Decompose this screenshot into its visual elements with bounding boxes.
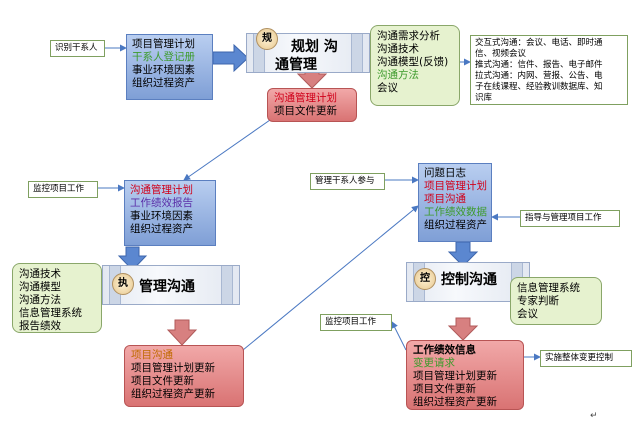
control-tool-3: 会议	[517, 308, 538, 320]
control-tool-1: 信息管理系统	[517, 282, 580, 294]
manage-input-4: 组织过程资产	[130, 223, 193, 235]
line-control-to-monitor	[391, 321, 407, 351]
manage-outputs-box: 项目沟通 项目管理计划更新 项目文件更新 组织过程资产更新	[124, 345, 244, 407]
planning-output-1: 沟通管理计划	[274, 92, 337, 104]
control-input-1: 问题日志	[424, 167, 466, 179]
control-input-3: 项目沟通	[424, 193, 466, 205]
manage-monitor-label-box: 监控项目工作	[28, 181, 98, 198]
planning-badge: 规	[256, 28, 278, 50]
manage-tool-4: 信息管理系统	[19, 307, 82, 319]
control-input-4: 工作绩效数据	[424, 206, 487, 218]
planning-inputs-box: 项目管理计划 干系人登记册 事业环境因素 组织过程资产	[126, 34, 213, 100]
methods-note-line-4: 拉式沟通：内网、营报、公告、电	[475, 71, 603, 81]
methods-note-line-3: 推式沟通：信件、报告、电子邮件	[475, 60, 603, 70]
control-tools-box: 信息管理系统 专家判断 会议	[510, 277, 602, 325]
planning-tool-4: 沟通方法	[377, 69, 419, 81]
methods-note-line-6: 识库	[475, 93, 493, 103]
manage-tool-1: 沟通技术	[19, 268, 61, 280]
manage-input-3: 事业环境因素	[130, 210, 193, 222]
control-inputs-box: 问题日志 项目管理计划 项目沟通 工作绩效数据 组织过程资产	[418, 163, 492, 242]
control-badge: 控	[414, 268, 436, 290]
line-planning-to-manage	[183, 119, 271, 181]
control-outputs-box: 工作绩效信息 变更请求 项目管理计划更新 项目文件更新 组织过程资产更新	[406, 340, 524, 410]
control-stakeholders-label: 管理干系人参与	[315, 176, 375, 186]
planning-tools-box: 沟通需求分析 沟通技术 沟通模型(反馈) 沟通方法 会议	[370, 25, 460, 106]
control-monitor-label-box: 监控项目工作	[320, 314, 392, 331]
control-output-1: 工作绩效信息	[413, 344, 476, 356]
manage-monitor-label: 监控项目工作	[33, 184, 85, 194]
manage-tool-3: 沟通方法	[19, 294, 61, 306]
planning-title-line1: 规划 沟	[291, 39, 338, 55]
planning-input-2: 干系人登记册	[132, 51, 195, 63]
methods-note-line-5: 子在线课程、经验教训数据库、知	[475, 82, 603, 92]
manage-output-4: 组织过程资产更新	[131, 388, 215, 400]
control-change-label-box: 实施整体变更控制	[540, 350, 632, 367]
control-output-5: 组织过程资产更新	[413, 396, 497, 408]
line-manage-to-control	[242, 205, 419, 351]
arrow-inputs-to-control	[447, 241, 479, 267]
manage-title: 管理沟通	[139, 279, 195, 295]
manage-tools-box: 沟通技术 沟通模型 沟通方法 信息管理系统 报告绩效	[12, 263, 102, 333]
planning-tool-2: 沟通技术	[377, 43, 419, 55]
methods-note-line-2: 信、视频会议	[475, 49, 527, 59]
arrow-control-down	[447, 317, 479, 341]
planning-input-3: 事业环境因素	[132, 64, 195, 76]
control-title: 控制沟通	[441, 272, 497, 288]
manage-inputs-box: 沟通管理计划 工作绩效报告 事业环境因素 组织过程资产	[124, 180, 216, 246]
planning-tool-1: 沟通需求分析	[377, 30, 440, 42]
planning-input-1: 项目管理计划	[132, 38, 195, 50]
planning-outputs-box: 沟通管理计划 项目文件更新	[267, 88, 357, 122]
stakeholders-label: 识别干系人	[55, 43, 98, 53]
stakeholders-label-box: 识别干系人	[50, 40, 105, 57]
arrow-manage-down	[166, 319, 198, 346]
control-output-4: 项目文件更新	[413, 383, 476, 395]
control-output-3: 项目管理计划更新	[413, 370, 497, 382]
control-monitor-label: 监控项目工作	[325, 317, 377, 327]
manage-tool-5: 报告绩效	[19, 320, 61, 332]
arrow-inputs-to-planning	[212, 43, 249, 73]
manage-tool-2: 沟通模型	[19, 281, 61, 293]
planning-tool-3: 沟通模型(反馈)	[377, 56, 449, 68]
manage-input-2: 工作绩效报告	[130, 197, 193, 209]
control-input-2: 项目管理计划	[424, 180, 487, 192]
control-stakeholders-label-box: 管理干系人参与	[310, 173, 385, 190]
control-output-2: 变更请求	[413, 357, 455, 369]
planning-output-2: 项目文件更新	[274, 105, 337, 117]
footer-mark: ↵	[590, 411, 598, 421]
arrow-inputs-to-manage	[117, 246, 148, 271]
methods-note-line-1: 交互式沟通：会议、电话、即时通	[475, 38, 603, 48]
manage-output-1: 项目沟通	[131, 349, 173, 361]
control-guide-label-box: 指导与管理项目工作	[520, 210, 620, 227]
control-tool-2: 专家判断	[517, 295, 559, 307]
control-guide-label: 指导与管理项目工作	[525, 213, 602, 223]
communication-methods-note: 交互式沟通：会议、电话、即时通 信、视频会议 推式沟通：信件、报告、电子邮件 拉…	[470, 35, 628, 105]
control-input-5: 组织过程资产	[424, 219, 487, 231]
planning-process-banner: 规划 沟 通管理	[246, 33, 370, 73]
planning-input-4: 组织过程资产	[132, 77, 195, 89]
control-change-label: 实施整体变更控制	[545, 353, 614, 363]
manage-input-1: 沟通管理计划	[130, 184, 193, 196]
planning-tool-5: 会议	[377, 82, 398, 94]
planning-title-line2: 通管理	[275, 57, 317, 73]
manage-badge: 执	[112, 273, 134, 295]
manage-output-3: 项目文件更新	[131, 375, 194, 387]
manage-output-2: 项目管理计划更新	[131, 362, 215, 374]
